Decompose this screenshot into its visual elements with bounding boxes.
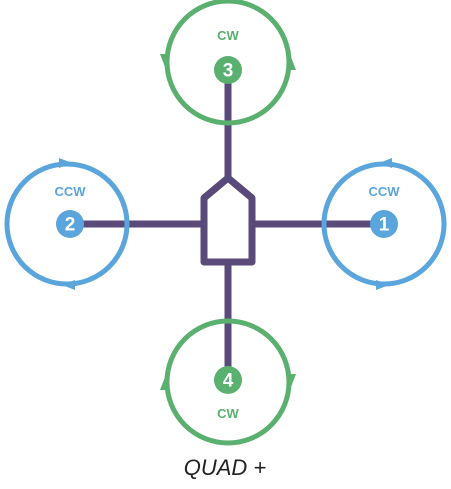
prop-ring-motor-4: [164, 318, 292, 446]
center-body: [200, 174, 256, 266]
motor-2-number: 2: [65, 215, 76, 236]
motor-4-number: 4: [223, 371, 234, 392]
rotation-arrow-icon: [286, 374, 296, 387]
motor-3-direction: CW: [217, 28, 239, 43]
rotation-arrow-icon: [286, 57, 296, 70]
motor-1-direction: CCW: [368, 184, 400, 199]
motor-1-number: 1: [379, 215, 390, 236]
motor-1-badge: [370, 210, 398, 238]
motor-2-badge: [56, 210, 84, 238]
rotation-arrow-icon: [160, 54, 170, 67]
rotation-arrow-icon: [62, 280, 75, 290]
motor-3-number: 3: [223, 61, 234, 82]
motor-3: CW 3: [160, 0, 296, 126]
prop-ring-motor-3: [164, 0, 292, 126]
motor-2-direction: CCW: [54, 184, 86, 199]
motor-4-badge: [214, 366, 242, 394]
frame-arms: [66, 64, 388, 384]
motor-3-badge: [214, 56, 242, 84]
motor-2: CCW 2: [4, 158, 130, 290]
rotation-arrow-icon: [379, 158, 392, 168]
rotation-arrow-icon: [59, 158, 72, 168]
motor-4: 4 CW: [160, 318, 296, 446]
rotation-arrow-icon: [160, 377, 170, 390]
motor-1: CCW 1: [321, 158, 447, 290]
rotation-arrow-icon: [376, 280, 389, 290]
motor-4-direction: CW: [217, 406, 239, 421]
diagram-caption: QUAD +: [184, 455, 267, 480]
